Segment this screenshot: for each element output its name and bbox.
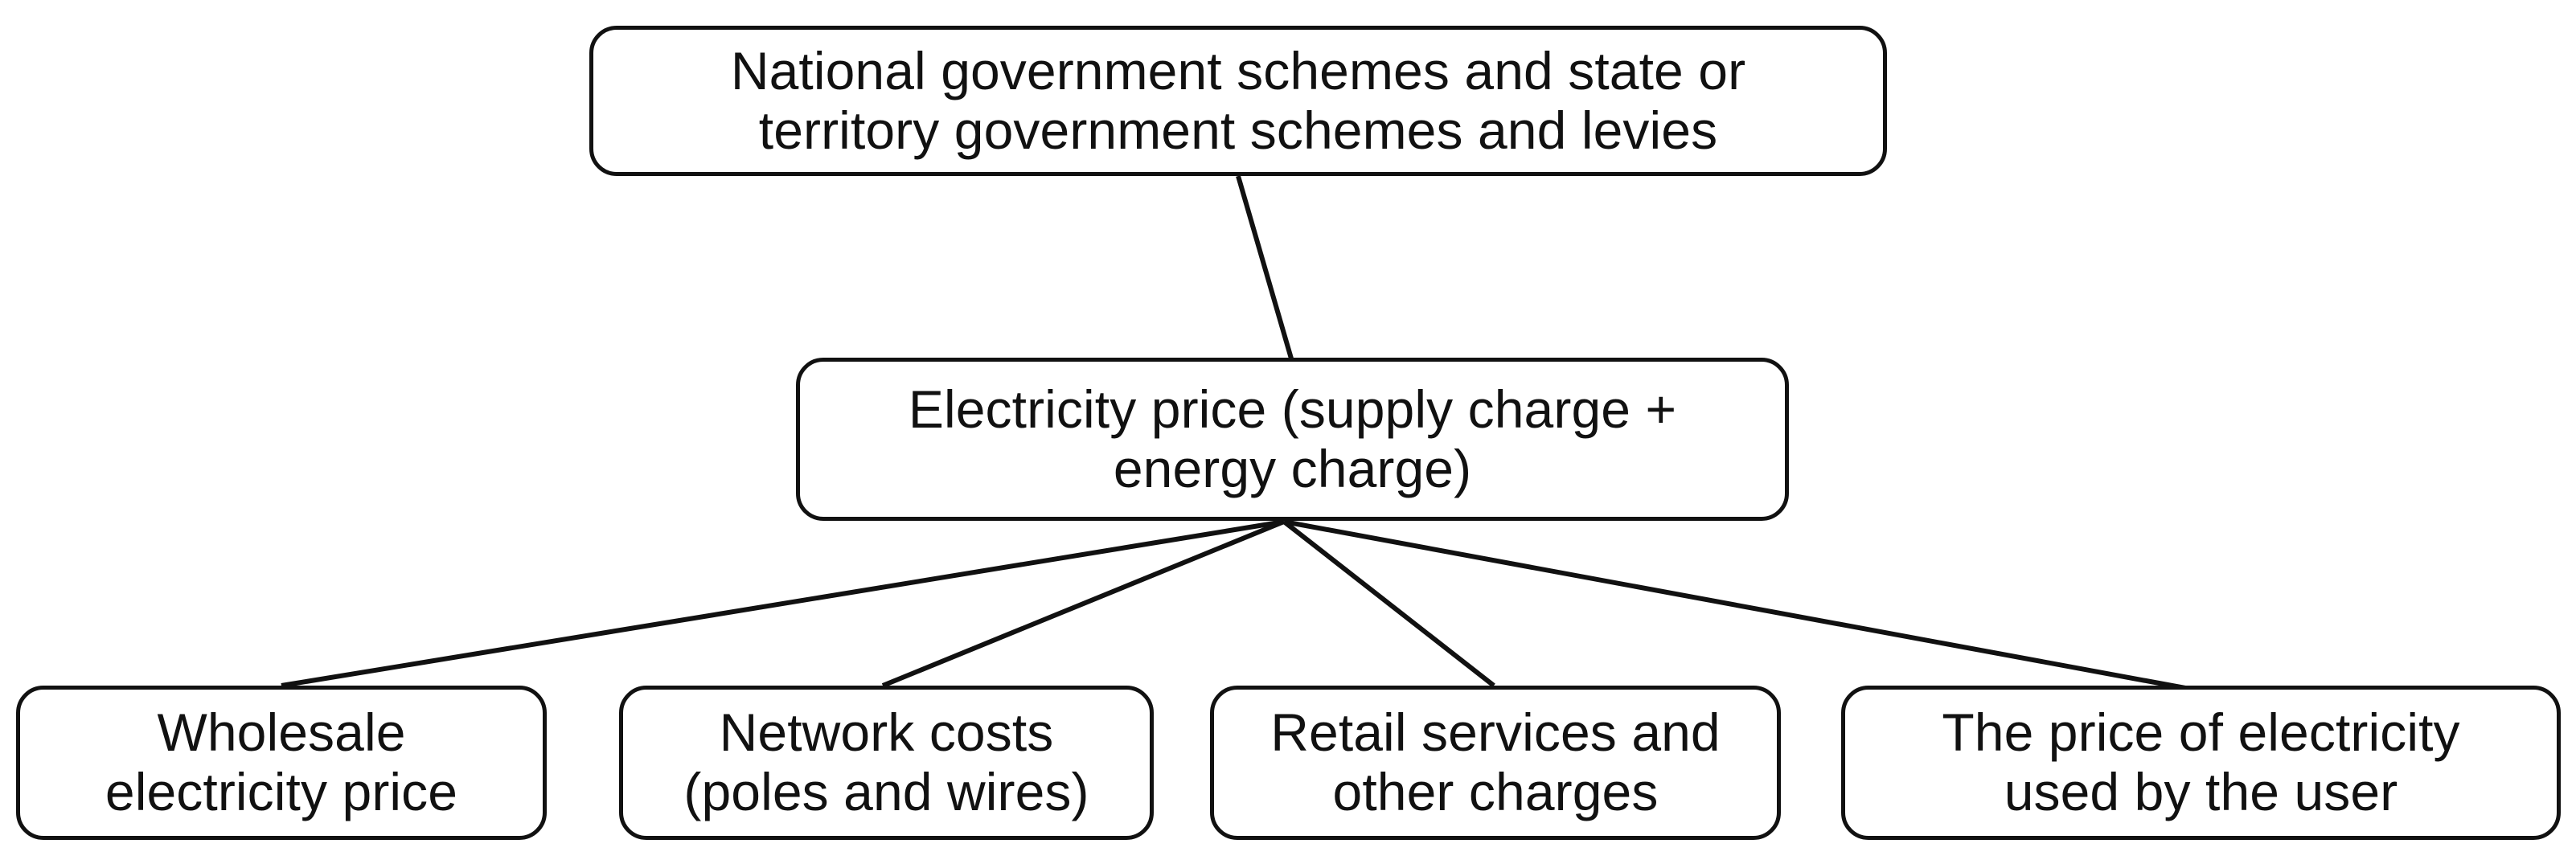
- node-electricity-price: Electricity price (supply charge + energ…: [796, 358, 1789, 521]
- node-price-used-by-user-label: The price of electricity used by the use…: [1942, 702, 2460, 821]
- edge-middle-to-wholesale: [281, 519, 1285, 688]
- edge-middle-to-user: [1283, 519, 2186, 690]
- node-network-costs-label: Network costs (poles and wires): [683, 702, 1089, 821]
- node-electricity-price-label: Electricity price (supply charge + energ…: [908, 379, 1677, 498]
- node-retail-services: Retail services and other charges: [1210, 686, 1781, 840]
- node-national-state-schemes-label: National government schemes and state or…: [730, 40, 1746, 160]
- node-price-used-by-user: The price of electricity used by the use…: [1841, 686, 2561, 840]
- node-network-costs: Network costs (poles and wires): [619, 686, 1154, 840]
- node-retail-services-label: Retail services and other charges: [1270, 702, 1721, 821]
- edge-middle-to-retail: [1282, 519, 1495, 688]
- node-wholesale-electricity-price: Wholesale electricity price: [16, 686, 547, 840]
- edge-top-to-middle: [1236, 175, 1294, 359]
- node-wholesale-electricity-price-label: Wholesale electricity price: [105, 702, 458, 821]
- edge-middle-to-network: [881, 519, 1286, 688]
- node-national-state-schemes: National government schemes and state or…: [589, 26, 1887, 176]
